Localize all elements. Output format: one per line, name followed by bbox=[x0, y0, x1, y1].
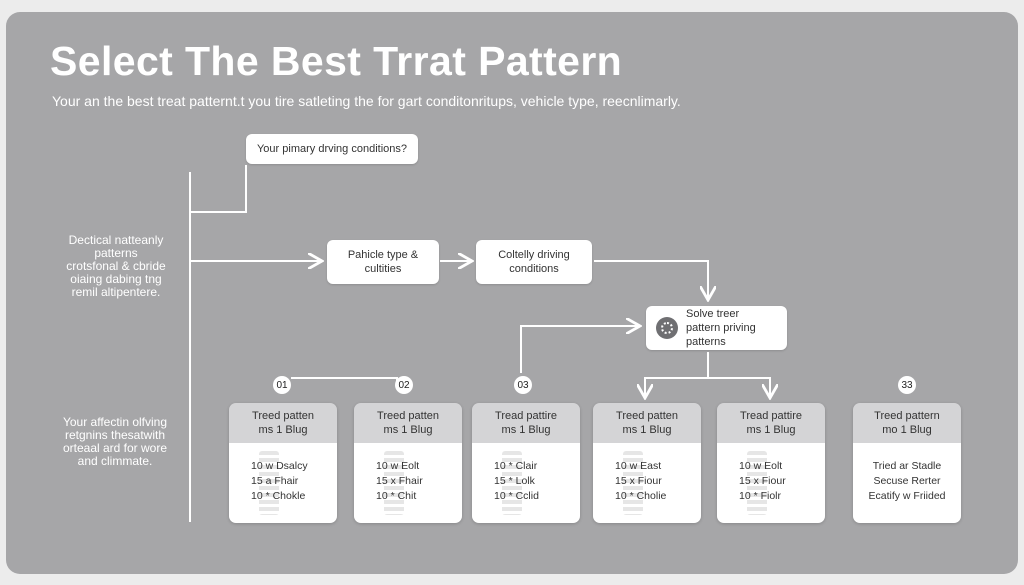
tread-card-header: Tread pattire ms 1 Blug bbox=[717, 403, 825, 443]
tread-card-title: Treed patten bbox=[616, 410, 678, 422]
tire-icon bbox=[656, 317, 678, 339]
solve-pattern-box: Solve treer pattern priving patterns bbox=[646, 306, 787, 350]
solve-label: Solve treer pattern priving patterns bbox=[686, 308, 756, 348]
climate-label: Coltelly driving conditions bbox=[498, 249, 570, 275]
tread-card-header: Treed pattern mo 1 Blug bbox=[853, 403, 961, 443]
tread-card-row: 15 x Fiour bbox=[739, 475, 786, 487]
climate-to-solve bbox=[594, 260, 708, 298]
tread-card-subtitle: ms 1 Blug bbox=[746, 424, 796, 436]
page-title: Select The Best Trrat Pattern bbox=[50, 38, 623, 84]
tread-card-6[interactable]: Treed pattern mo 1 Blug Tried ar Stadle … bbox=[853, 403, 961, 523]
tread-card-body: Tried ar Stadle Secuse Rerter Ecatify w … bbox=[853, 443, 961, 523]
tread-card-subtitle: mo 1 Blug bbox=[882, 424, 932, 436]
tread-card-row: 10 w Eolt bbox=[376, 460, 420, 472]
tread-card-header: Tread pattire ms 1 Blug bbox=[472, 403, 580, 443]
tread-card-subtitle: ms 1 Blug bbox=[622, 424, 672, 436]
tread-card-subtitle: ms 1 Blug bbox=[383, 424, 433, 436]
card1-to-card2 bbox=[291, 377, 398, 384]
side-note-top: Dectical natteanly patterns crotsfonal &… bbox=[66, 233, 166, 299]
card3-to-solve bbox=[520, 326, 638, 373]
tread-card-body: 10 w East 15 x Fiour 10 * Cholie bbox=[593, 443, 701, 523]
question-link bbox=[190, 165, 247, 213]
tread-card-row: 10 * Chit bbox=[376, 490, 417, 502]
tread-card-row: 10 w Dsalcy bbox=[251, 460, 308, 472]
tread-pattern-icon bbox=[384, 451, 404, 515]
tread-card-title: Tread pattire bbox=[740, 410, 802, 422]
step-number-1: 01 bbox=[273, 376, 291, 394]
solve-to-card5 bbox=[708, 377, 770, 396]
tread-card-row: 10 * Chokle bbox=[251, 490, 306, 502]
step-number-3: 03 bbox=[514, 376, 532, 394]
vehicle-type-box: Pahicle type & cultities bbox=[327, 240, 439, 284]
tread-card-row: 10 * Clair bbox=[494, 460, 538, 472]
tread-card-title: Treed patten bbox=[252, 410, 314, 422]
tread-card-subtitle: ms 1 Blug bbox=[501, 424, 551, 436]
tread-pattern-icon bbox=[623, 451, 643, 515]
step-number-6: 33 bbox=[898, 376, 916, 394]
tread-card-body: 10 w Eolt 15 x Fhair 10 * Chit bbox=[354, 443, 462, 523]
side-note-bottom: Your affectin olfving retgnins thesatwit… bbox=[62, 415, 168, 468]
tread-card-3[interactable]: Tread pattire ms 1 Blug 10 * Clair 15 * … bbox=[472, 403, 580, 523]
tread-card-row: 10 * Cclid bbox=[494, 490, 539, 502]
tread-pattern-icon bbox=[259, 451, 279, 515]
tread-card-1[interactable]: Treed patten ms 1 Blug 10 w Dsalcy 15 a … bbox=[229, 403, 337, 523]
tread-card-row: 10 w East bbox=[615, 460, 662, 472]
tread-card-5[interactable]: Tread pattire ms 1 Blug 10 w Eolt 15 x F… bbox=[717, 403, 825, 523]
tread-card-body: 10 w Dsalcy 15 a Fhair 10 * Chokle bbox=[229, 443, 337, 523]
tread-card-header: Treed patten ms 1 Blug bbox=[229, 403, 337, 443]
tread-card-header: Treed patten ms 1 Blug bbox=[593, 403, 701, 443]
tread-card-body: 10 * Clair 15 * Lolk 10 * Cclid bbox=[472, 443, 580, 523]
driving-climate-box: Coltelly driving conditions bbox=[476, 240, 592, 284]
tread-card-title: Treed patten bbox=[377, 410, 439, 422]
solve-to-cards bbox=[645, 352, 709, 396]
tread-card-row: 15 x Fiour bbox=[615, 475, 662, 487]
tread-card-row: Tried ar Stadle bbox=[872, 460, 942, 472]
question-label: Your pimary drving conditions? bbox=[256, 143, 407, 155]
driving-conditions-question: Your pimary drving conditions? bbox=[246, 134, 418, 164]
tread-pattern-icon bbox=[747, 451, 767, 515]
tread-card-row: 15 x Fhair bbox=[376, 475, 423, 487]
step-number-2: 02 bbox=[395, 376, 413, 394]
tread-card-header: Treed patten ms 1 Blug bbox=[354, 403, 462, 443]
tread-card-body: 10 w Eolt 15 x Fiour 10 * Fiolr bbox=[717, 443, 825, 523]
tread-card-row: 10 * Fiolr bbox=[739, 490, 782, 502]
tread-card-row: 15 * Lolk bbox=[494, 475, 535, 487]
tread-card-row: 15 a Fhair bbox=[251, 475, 299, 487]
tread-pattern-icon bbox=[502, 451, 522, 515]
tread-card-2[interactable]: Treed patten ms 1 Blug 10 w Eolt 15 x Fh… bbox=[354, 403, 462, 523]
tread-card-row: 10 * Cholie bbox=[615, 490, 667, 502]
tread-card-row: 10 w Eolt bbox=[739, 460, 783, 472]
tread-card-subtitle: ms 1 Blug bbox=[258, 424, 308, 436]
tread-card-title: Treed pattern bbox=[874, 410, 940, 422]
tread-card-title: Tread pattire bbox=[495, 410, 557, 422]
tread-card-row: Ecatify w Friided bbox=[868, 490, 946, 502]
vehicle-label: Pahicle type & cultities bbox=[347, 249, 419, 275]
tread-card-row: Secuse Rerter bbox=[873, 475, 941, 487]
page-subtitle: Your an the best treat patternt.t you ti… bbox=[52, 93, 681, 109]
tread-card-4[interactable]: Treed patten ms 1 Blug 10 w East 15 x Fi… bbox=[593, 403, 701, 523]
